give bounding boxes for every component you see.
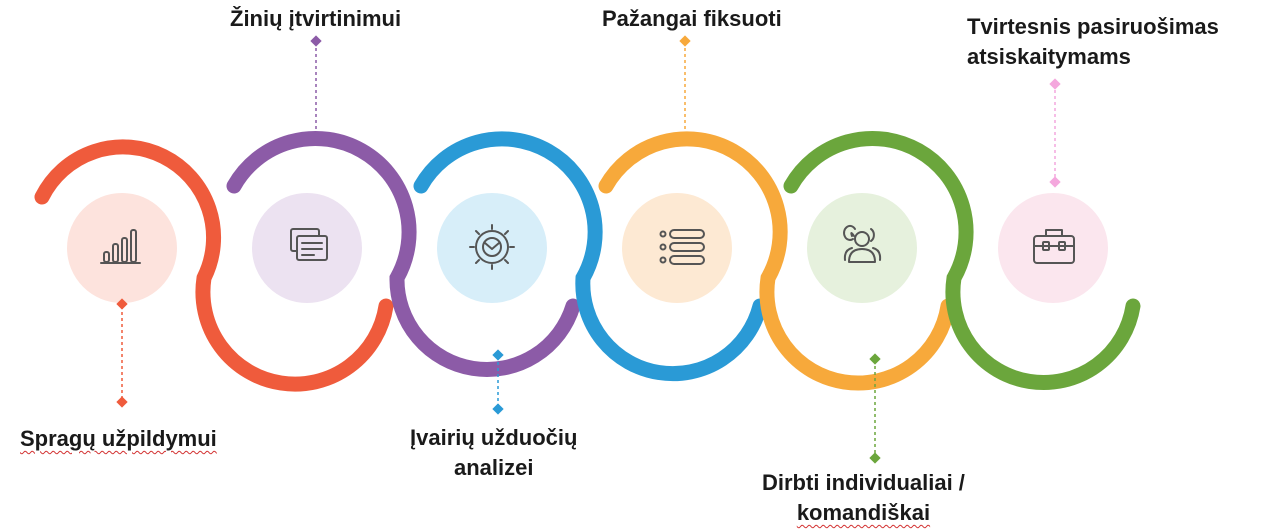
step-5-arc (783, 130, 1141, 391)
step-6-circle (998, 193, 1108, 303)
step-2-arc (226, 130, 581, 377)
connector-5 (869, 353, 881, 464)
list-icon (659, 229, 705, 265)
step-3-label-line-2: analizei (453, 455, 534, 480)
connector-3 (492, 349, 504, 415)
step-3-label-line-1: Įvairių užduočių (410, 425, 578, 450)
step-3-label: Įvairių užduočių analizei (410, 423, 577, 483)
step-6-label: Tvirtesnis pasiruošimas atsiskaitymams (967, 12, 1219, 72)
step-2-label: Žinių įtvirtinimui (230, 4, 401, 34)
step-5-label-line-1: Dirbti individualiai / (762, 470, 965, 495)
step-3-arc (413, 131, 768, 382)
connector-2 (310, 35, 322, 143)
step-5-label: Dirbti individualiai / komandiškai (762, 468, 965, 528)
connector-4 (679, 35, 691, 143)
bar-chart-icon (100, 229, 141, 264)
gear-icon (469, 224, 515, 270)
step-4-label: Pažangai fiksuoti (602, 4, 782, 34)
step-5-label-line-2: komandiškai (796, 500, 931, 525)
step-1-label-line-1: Spragų užpildymui (20, 426, 217, 451)
step-4-label-line-1: Pažangai fiksuoti (602, 6, 782, 31)
documents-icon (290, 228, 328, 261)
step-2-label-line-1: Žinių įtvirtinimui (230, 6, 402, 31)
step-6-label-line-1: Tvirtesnis pasiruošimas (967, 14, 1219, 39)
step-1-label: Spragų užpildymui (20, 424, 217, 454)
briefcase-icon (1033, 229, 1075, 264)
step-6-label-line-2: atsiskaitymams (967, 44, 1131, 69)
connector-1 (116, 298, 128, 408)
step-1-arc (34, 139, 394, 392)
connector-6 (1049, 78, 1061, 188)
people-icon (843, 224, 882, 263)
step-4-circle (622, 193, 732, 303)
